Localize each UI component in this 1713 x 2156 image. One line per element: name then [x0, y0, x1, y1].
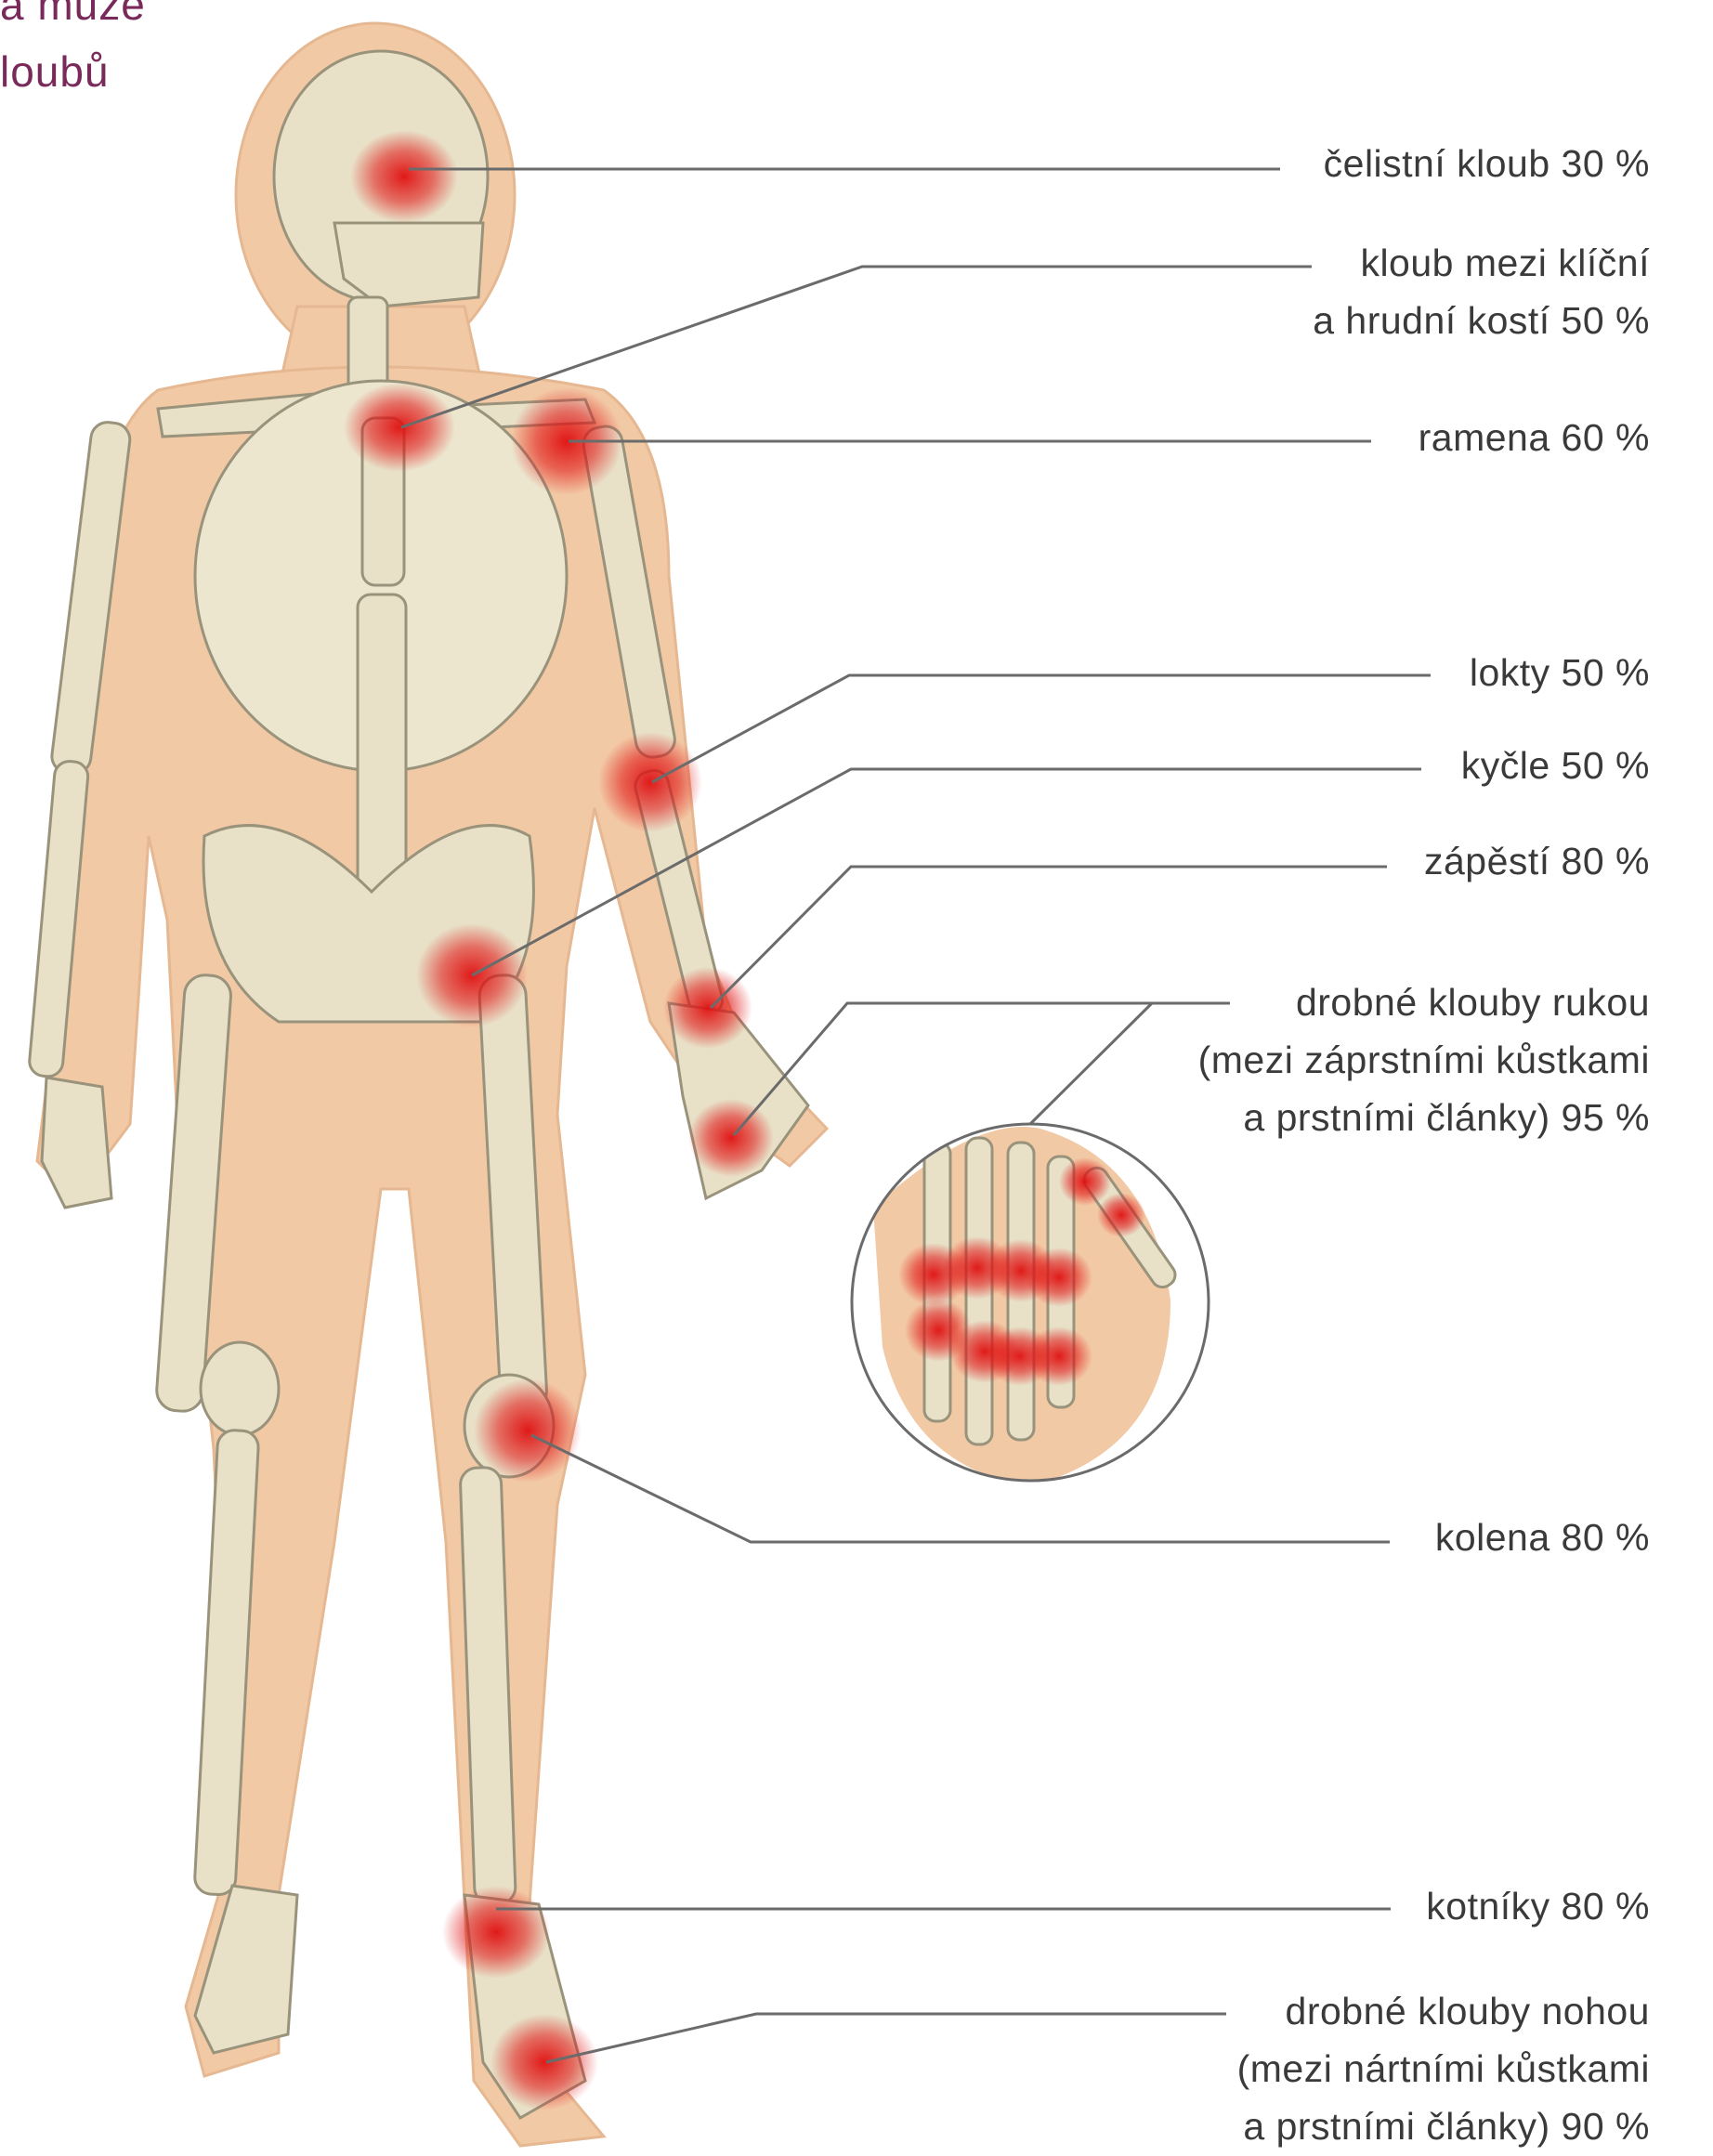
label-knees: kolena 80 % [1435, 1509, 1650, 1566]
leader-foot-joints [546, 2014, 1226, 2062]
patella-right [201, 1342, 279, 1435]
label-wrists-line-1: zápěstí 80 % [1424, 832, 1650, 890]
fingers-spot [688, 1099, 774, 1177]
label-foot-joints-line-1: drobné klouby nohou [1237, 1982, 1650, 2040]
label-hand-joints-line-3: a prstními články) 95 % [1198, 1089, 1650, 1146]
ankle-spot [442, 1886, 550, 1979]
label-sternoclavicular-line-1: kloub mezi klíční [1313, 234, 1650, 292]
label-elbows-line-1: lokty 50 % [1470, 644, 1650, 701]
hand-detail-inset [852, 1124, 1209, 1486]
label-sternoclavicular: kloub mezi klíční a hrudní kostí 50 % [1313, 234, 1650, 349]
knee-spot [474, 1379, 582, 1483]
label-hips: kyčle 50 % [1461, 737, 1650, 794]
hand-right [42, 1078, 111, 1208]
label-foot-joints-line-2: (mezi nártními kůstkami [1237, 2040, 1650, 2097]
label-ankles-line-1: kotníky 80 % [1426, 1877, 1650, 1935]
leader-elbows [652, 675, 1431, 782]
label-hand-joints-line-2: (mezi záprstními kůstkami [1198, 1031, 1650, 1089]
label-wrists: zápěstí 80 % [1424, 832, 1650, 890]
label-ankles: kotníky 80 % [1426, 1877, 1650, 1935]
label-jaw-line-1: čelistní kloub 30 % [1324, 135, 1650, 192]
label-jaw: čelistní kloub 30 % [1324, 135, 1650, 192]
label-elbows: lokty 50 % [1470, 644, 1650, 701]
sternoclavicular-spot [344, 383, 455, 472]
label-sternoclavicular-line-2: a hrudní kostí 50 % [1313, 292, 1650, 349]
jaw-spot [350, 130, 458, 223]
label-hand-joints-line-1: drobné klouby rukou [1198, 973, 1650, 1031]
label-shoulders: ramena 60 % [1419, 409, 1650, 466]
foot-right [195, 1886, 297, 2053]
toes-spot [490, 2014, 598, 2110]
elbow-spot [598, 732, 702, 832]
label-hips-line-1: kyčle 50 % [1461, 737, 1650, 794]
label-foot-joints-line-3: a prstními články) 90 % [1237, 2097, 1650, 2155]
label-shoulders-line-1: ramena 60 % [1419, 409, 1650, 466]
label-knees-line-1: kolena 80 % [1435, 1509, 1650, 1566]
leader-hand-inset [1030, 1003, 1152, 1124]
label-foot-joints: drobné klouby nohou (mezi nártními kůstk… [1237, 1982, 1650, 2155]
label-hand-joints: drobné klouby rukou (mezi záprstními kůs… [1198, 973, 1650, 1146]
